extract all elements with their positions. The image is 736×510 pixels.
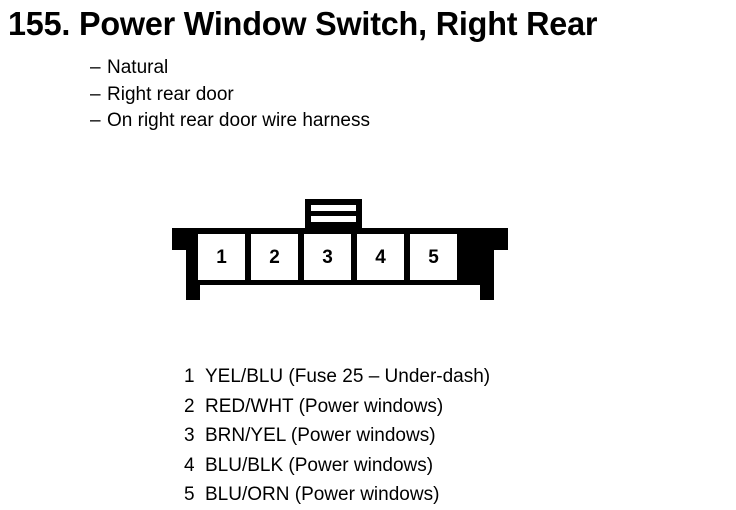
pin-legend-description: YEL/BLU (Fuse 25 – Under-dash) [205,366,491,387]
pin-legend-description: RED/WHT (Power windows) [205,395,444,417]
pin-legend-number: 2 [184,395,195,417]
page-title: 155. Power Window Switch, Right Rear [8,5,598,42]
pin-cavity-2 [251,234,298,280]
pin-legend-row: 2 RED/WHT (Power windows) [184,392,704,422]
attribute-item: – Natural [90,55,650,82]
pin-number-1: 1 [216,247,227,268]
connector-attribute-list: – Natural – Right rear door – On right r… [90,55,650,135]
pin-legend-description: BLU/BLK (Power windows) [205,454,434,476]
pin-legend-number: 4 [184,454,195,476]
pin-legend-number: 3 [184,425,195,446]
pin-number-5: 5 [428,247,439,268]
pin-legend-number: 5 [184,484,195,505]
pin-legend-row: 3 BRN/YEL (Power windows) [184,421,704,451]
pin-cavity-group [198,234,457,280]
connector-diagram: 1 2 3 4 5 [160,190,520,315]
dash-marker: – [90,110,101,131]
pin-legend-row: 4 BLU/BLK (Power windows) [184,451,704,481]
pin-legend-description: BRN/YEL (Power windows) [205,425,436,446]
dash-marker: – [90,83,101,105]
pin-number-3: 3 [322,247,333,268]
pin-cavity-3 [304,234,351,280]
pin-legend-number: 1 [184,366,195,387]
attribute-item: – Right rear door [90,82,650,109]
dash-marker: – [90,57,101,78]
attribute-label: On right rear door wire harness [107,110,370,131]
pin-cavity-1 [198,234,245,280]
pin-legend-row: 1 YEL/BLU (Fuse 25 – Under-dash) [184,362,704,392]
attribute-label: Natural [107,57,169,78]
pin-legend-list: 1 YEL/BLU (Fuse 25 – Under-dash) 2 RED/W… [184,362,704,510]
connector-locking-tab [305,199,362,233]
pin-legend-row: 5 BLU/ORN (Power windows) [184,480,704,510]
pin-cavity-5 [410,234,457,280]
pin-cavity-4 [357,234,404,280]
pin-number-4: 4 [375,247,386,268]
attribute-label: Right rear door [107,83,234,105]
attribute-item: – On right rear door wire harness [90,108,650,135]
pin-legend-description: BLU/ORN (Power windows) [205,484,440,505]
pin-number-2: 2 [269,247,280,268]
